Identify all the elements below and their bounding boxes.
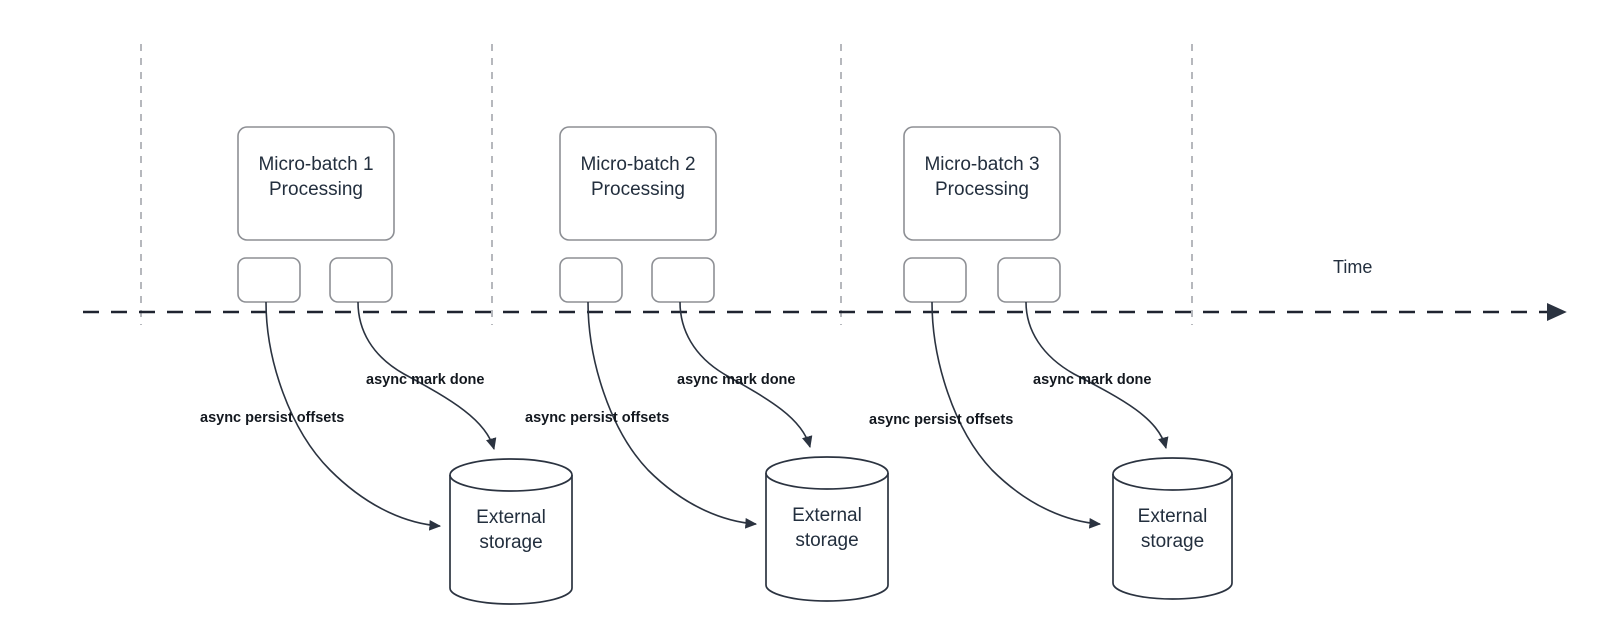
batch-3-mark-label: async mark done <box>1033 372 1152 388</box>
timeline-label: Time <box>1333 257 1373 277</box>
batch-3-persist-edge <box>931 301 1102 529</box>
batch-3-box[interactable] <box>903 126 1061 241</box>
batch-1-task-a-box[interactable] <box>237 257 301 303</box>
batch-2-persist-edge <box>587 301 758 529</box>
batch-1-persist-label: async persist offsets <box>200 410 345 426</box>
batch-1-task-b-box[interactable] <box>329 257 393 303</box>
batch-2-mark-edge <box>679 301 813 449</box>
batch-3-mark-edge <box>1025 301 1169 450</box>
storage-2-shape[interactable] <box>765 456 889 602</box>
batch-1-persist-edge <box>265 301 442 531</box>
batch-3-task-a-box[interactable] <box>903 257 967 303</box>
batch-2-persist-label: async persist offsets <box>525 410 670 426</box>
batch-3-task-b-box[interactable] <box>997 257 1061 303</box>
batch-2-task-b-box[interactable] <box>651 257 715 303</box>
batch-2-task-a-box[interactable] <box>559 257 623 303</box>
batch-1-mark-label: async mark done <box>366 372 485 388</box>
batch-1-mark-edge <box>357 301 497 451</box>
batch-2-box[interactable] <box>559 126 717 241</box>
storage-3-shape[interactable] <box>1112 457 1233 600</box>
batch-1-box[interactable] <box>237 126 395 241</box>
storage-1-shape[interactable] <box>449 458 573 605</box>
batch-3-persist-label: async persist offsets <box>869 412 1014 428</box>
batch-2-mark-label: async mark done <box>677 372 796 388</box>
